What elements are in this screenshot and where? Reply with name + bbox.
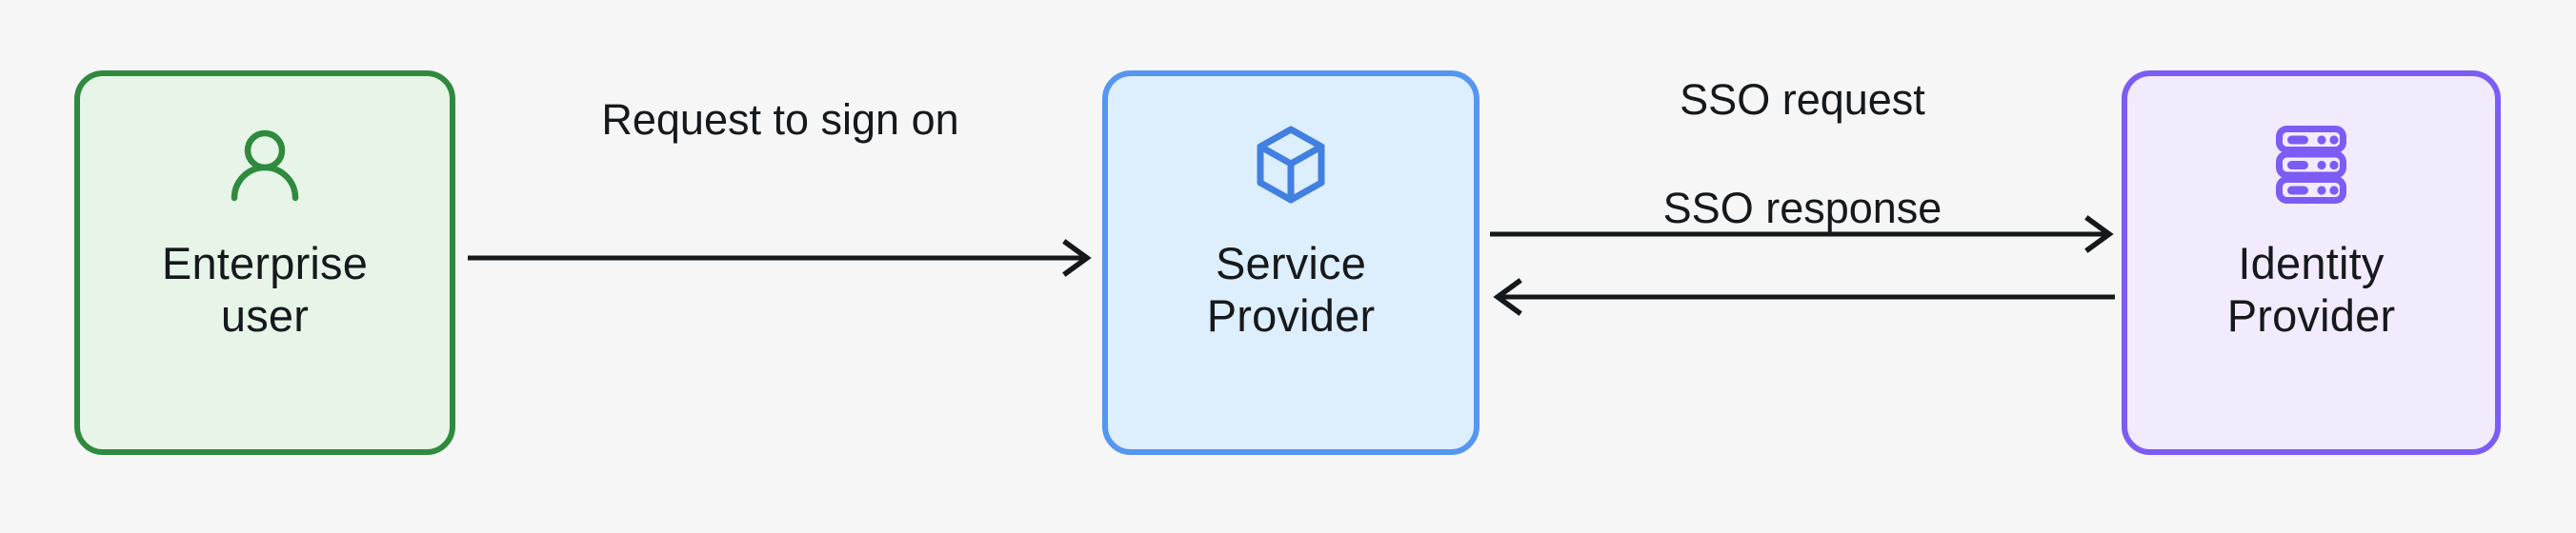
edge-sso-request-arrow — [1488, 205, 2121, 264]
cube-icon — [1253, 124, 1329, 206]
node-enterprise-user-label: Enterprise user — [161, 238, 369, 341]
edge-sso-response-label: SSO response — [1662, 184, 1942, 232]
edge-signon-arrow — [466, 228, 1098, 287]
node-identity-provider[interactable]: Identity Provider — [2122, 70, 2501, 455]
node-enterprise-user[interactable]: Enterprise user — [74, 70, 455, 455]
edge-signon-label: Request to sign on — [601, 95, 959, 144]
node-service-provider[interactable]: Service Provider — [1102, 70, 1479, 455]
user-icon — [224, 124, 306, 206]
node-service-provider-label: Service Provider — [1206, 238, 1376, 341]
server-rack-icon — [2273, 124, 2349, 206]
edge-sso-response-arrow — [1488, 267, 2121, 326]
node-identity-provider-label: Identity Provider — [2226, 238, 2396, 341]
edge-sso-request-label: SSO request — [1680, 75, 1925, 124]
